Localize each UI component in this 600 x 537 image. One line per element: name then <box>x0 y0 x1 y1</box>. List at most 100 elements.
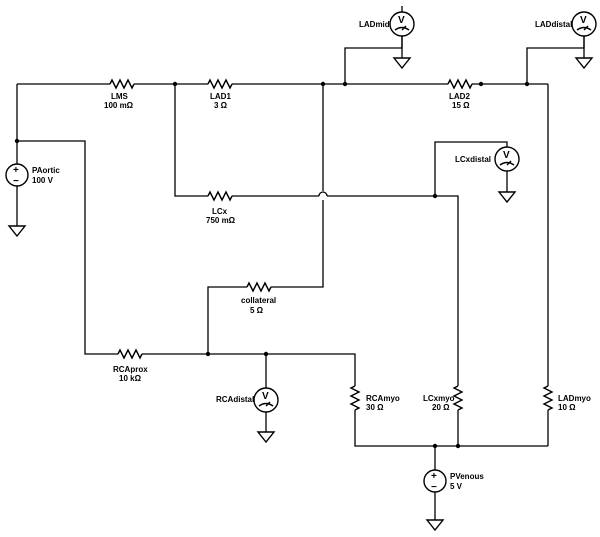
junction-dot <box>14 138 20 144</box>
resistor-icon <box>207 78 233 90</box>
resistor-icon <box>349 385 361 411</box>
grounds <box>7 57 594 532</box>
resistor-value: 10 kΩ <box>119 374 142 383</box>
wire-lcx-left <box>174 84 208 197</box>
wire-lcx-crossover <box>318 191 328 197</box>
wire-collateral-left <box>207 286 247 354</box>
junction-dot <box>524 81 530 87</box>
resistor-value: 20 Ω <box>432 403 450 412</box>
voltmeter-symbol: V <box>262 391 269 402</box>
meter-label: LADdistal <box>535 20 572 29</box>
resistor-label: RCAmyo <box>366 394 400 403</box>
junction-dot <box>342 81 348 87</box>
resistor-icon <box>542 385 554 411</box>
meter-dial-icon <box>394 25 410 31</box>
resistor-rcaprox[interactable]: RCAprox 10 kΩ <box>113 348 148 383</box>
junction-dot <box>172 81 178 87</box>
meter-dial-icon <box>499 160 515 166</box>
voltmeter-symbol: V <box>580 15 587 26</box>
resistor-icon <box>246 281 272 293</box>
voltmeter-lcxdistal[interactable]: V LCxdistal <box>455 146 520 172</box>
resistor-label: LMS <box>111 92 129 101</box>
voltmeter-rcadistal[interactable]: V RCAdistal <box>216 387 279 413</box>
voltage-source-pvenous[interactable]: + − PVenous 5 V <box>423 469 484 493</box>
voltmeter-symbol: V <box>398 15 405 26</box>
source-label: PAortic <box>32 166 60 175</box>
resistor-icon <box>452 385 464 411</box>
wire-lcx-right-b <box>327 195 459 386</box>
resistor-value: 3 Ω <box>214 101 228 110</box>
ground-icon <box>425 519 445 532</box>
ground-icon <box>256 431 276 444</box>
wire-rcamyo-bottom <box>354 410 548 447</box>
resistor-lad2[interactable]: LAD2 15 Ω <box>447 78 473 110</box>
wire-rca-main <box>142 353 356 386</box>
resistor-value: 5 Ω <box>250 306 264 315</box>
resistor-label: LAD2 <box>449 92 470 101</box>
resistor-label: LAD1 <box>210 92 231 101</box>
ground-icon <box>7 225 27 238</box>
resistor-collateral[interactable]: collateral 5 Ω <box>241 281 276 315</box>
resistor-lcxmyo[interactable]: LCxmyo 20 Ω <box>423 385 464 412</box>
meter-dial-icon <box>576 25 592 31</box>
wire-ladmid-tap <box>344 36 403 84</box>
resistor-icon <box>207 190 233 202</box>
ground-icon <box>497 191 517 204</box>
resistor-value: 750 mΩ <box>206 216 236 225</box>
resistor-lms[interactable]: LMS 100 mΩ <box>104 78 135 110</box>
voltmeter-laddistal[interactable]: V LADdistal <box>535 11 597 37</box>
resistor-label: RCAprox <box>113 365 148 374</box>
plus-sign: + <box>13 165 19 176</box>
junction-dot <box>205 351 211 357</box>
meter-label: RCAdistal <box>216 395 254 404</box>
voltmeter-icon <box>389 11 415 37</box>
resistor-ladmyo[interactable]: LADmyo 10 Ω <box>542 385 591 412</box>
junction-dot <box>320 81 326 87</box>
meter-label: LADmid <box>359 20 390 29</box>
resistor-label: collateral <box>241 296 276 305</box>
resistor-value: 15 Ω <box>452 101 470 110</box>
wires <box>16 6 585 520</box>
resistor-icon <box>117 348 143 360</box>
junction-dot <box>432 443 438 449</box>
ground-icon <box>574 57 594 70</box>
voltmeter-symbol: V <box>503 150 510 161</box>
resistor-label: LCx <box>212 207 228 216</box>
junction-dot <box>478 81 484 87</box>
resistor-label: LCxmyo <box>423 394 455 403</box>
resistor-icon <box>109 78 135 90</box>
minus-sign: − <box>431 482 437 493</box>
ground-icon <box>392 57 412 70</box>
source-label: PVenous <box>450 472 484 481</box>
voltage-source-icon <box>423 469 447 493</box>
meter-label: LCxdistal <box>455 155 491 164</box>
voltmeter-icon <box>494 146 520 172</box>
resistor-label: LADmyo <box>558 394 591 403</box>
source-value: 100 V <box>32 176 54 185</box>
wire-lcxdistal-tap <box>434 141 508 196</box>
resistor-lcx[interactable]: LCx 750 mΩ <box>206 190 236 225</box>
voltmeter-icon <box>571 11 597 37</box>
minus-sign: − <box>13 176 19 187</box>
plus-sign: + <box>431 471 437 482</box>
resistor-value: 30 Ω <box>366 403 384 412</box>
voltmeter-icon <box>253 387 279 413</box>
resistor-rcamyo[interactable]: RCAmyo 30 Ω <box>349 385 400 412</box>
resistor-icon <box>447 78 473 90</box>
resistor-value: 10 Ω <box>558 403 576 412</box>
voltmeter-ladmid[interactable]: V LADmid <box>359 11 415 37</box>
wire-rca-feed <box>17 140 118 355</box>
junctions <box>14 81 530 449</box>
wire-laddistal-tap <box>526 36 585 84</box>
resistor-lad1[interactable]: LAD1 3 Ω <box>207 78 233 110</box>
voltage-source-icon <box>5 163 29 187</box>
source-value: 5 V <box>450 482 463 491</box>
wire-collateral-mid <box>271 200 324 288</box>
meter-dial-icon <box>258 401 274 407</box>
voltage-source-paortic[interactable]: + − PAortic 100 V <box>5 163 60 187</box>
junction-dot <box>263 351 269 357</box>
junction-dot <box>455 443 461 449</box>
junction-dot <box>432 193 438 199</box>
resistor-value: 100 mΩ <box>104 101 134 110</box>
